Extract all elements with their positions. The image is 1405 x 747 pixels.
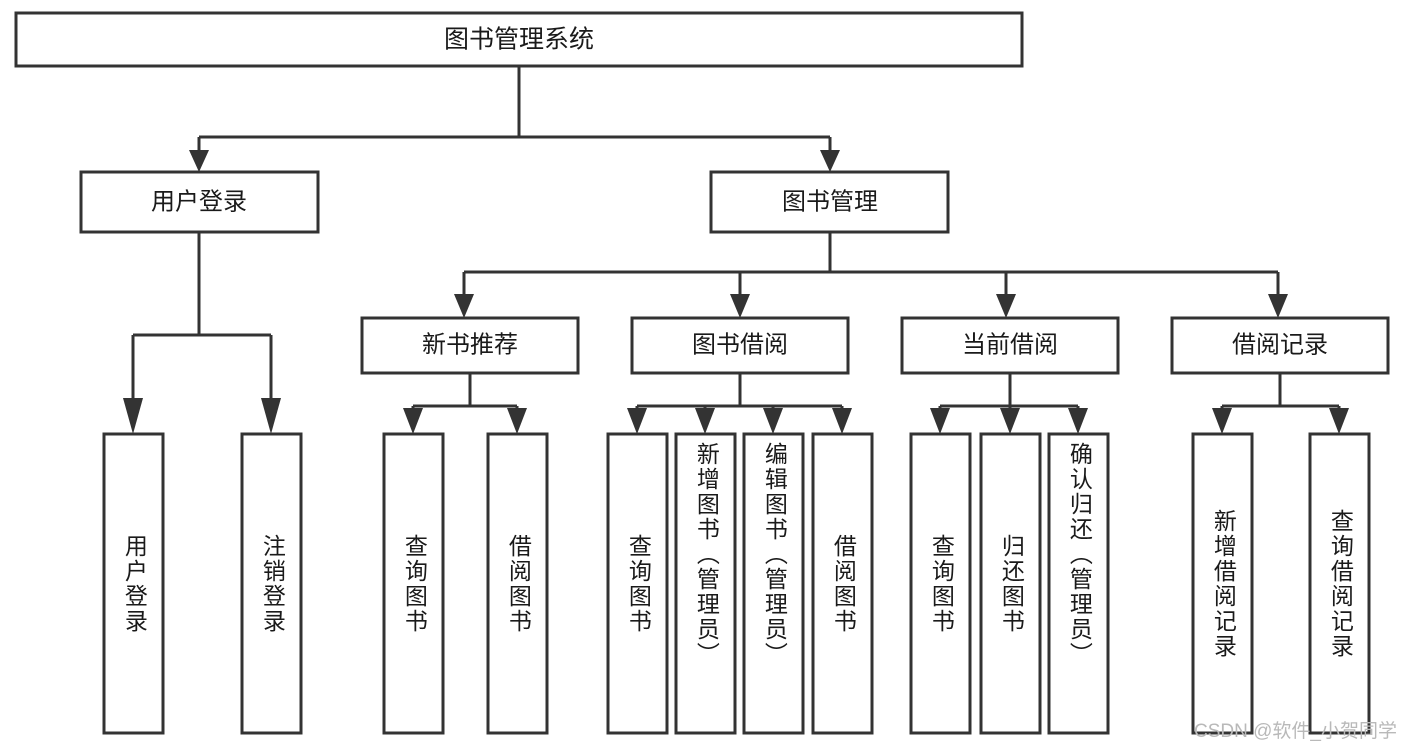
arrow-head-leaf-return-book bbox=[1000, 408, 1020, 434]
arrow-head-leaf-borrow-book-1 bbox=[507, 408, 527, 434]
arrow-head-leaf-user-logout bbox=[261, 398, 281, 434]
node-leaf-borrow-book-1[interactable] bbox=[486, 432, 549, 735]
node-leaf-add-book[interactable] bbox=[674, 432, 737, 735]
node-leaf-confirm-return[interactable] bbox=[1047, 432, 1110, 735]
node-book-manage-label: 图书管理 bbox=[782, 188, 878, 215]
node-leaf-edit-book[interactable] bbox=[742, 432, 805, 735]
arrow-head-leaf-edit-book bbox=[763, 408, 783, 434]
arrow-head-book-borrow bbox=[730, 294, 750, 318]
arrow-head-leaf-query-record bbox=[1329, 408, 1349, 434]
node-book-borrow-label: 图书借阅 bbox=[692, 331, 788, 358]
arrow-head-borrow-record bbox=[1268, 294, 1288, 318]
node-leaf-user-login[interactable] bbox=[102, 432, 165, 735]
arrow-head-leaf-query-book-1 bbox=[403, 408, 423, 434]
node-borrow-record-label: 借阅记录 bbox=[1232, 331, 1328, 358]
arrow-head-leaf-borrow-book-2 bbox=[832, 408, 852, 434]
node-book-borrow[interactable] bbox=[630, 316, 850, 375]
node-user-login-label: 用户登录 bbox=[151, 188, 247, 215]
arrow-head-leaf-add-book bbox=[695, 408, 715, 434]
arrow-head-current-borrow bbox=[996, 294, 1016, 318]
node-current-borrow[interactable] bbox=[900, 316, 1120, 375]
node-root[interactable] bbox=[14, 11, 1024, 68]
node-leaf-add-record[interactable] bbox=[1191, 432, 1254, 735]
node-root-label: 图书管理系统 bbox=[444, 26, 594, 54]
node-new-book-rec[interactable] bbox=[360, 316, 580, 375]
node-current-borrow-label: 当前借阅 bbox=[962, 331, 1058, 358]
node-user-login[interactable] bbox=[79, 170, 320, 234]
node-leaf-return-book[interactable] bbox=[979, 432, 1042, 735]
arrow-head-leaf-add-record bbox=[1212, 408, 1232, 434]
node-leaf-borrow-book-2[interactable] bbox=[811, 432, 874, 735]
node-leaf-query-record[interactable] bbox=[1308, 432, 1371, 735]
node-layer: 图书管理系统 用户登录 图书管理 新书推荐 图书借阅 当前借阅 借阅记录 bbox=[14, 11, 1390, 735]
arrow-head-new-book-rec bbox=[454, 294, 474, 318]
arrow-head-leaf-user-login bbox=[123, 398, 143, 434]
arrow-head-leaf-query-book-3 bbox=[930, 408, 950, 434]
node-leaf-query-book-1[interactable] bbox=[382, 432, 445, 735]
arrow-head-leaf-confirm-return bbox=[1068, 408, 1088, 434]
connector-layer bbox=[123, 67, 1349, 434]
watermark-text: CSDN @软件_小贺同学 bbox=[1194, 721, 1397, 742]
arrow-head-book-manage bbox=[820, 150, 840, 172]
node-leaf-user-logout[interactable] bbox=[240, 432, 303, 735]
node-leaf-query-book-3[interactable] bbox=[909, 432, 972, 735]
arrow-head-leaf-query-book-2 bbox=[627, 408, 647, 434]
node-leaf-query-book-2[interactable] bbox=[606, 432, 669, 735]
node-book-manage[interactable] bbox=[709, 170, 950, 234]
node-borrow-record[interactable] bbox=[1170, 316, 1390, 375]
node-new-book-rec-label: 新书推荐 bbox=[422, 331, 518, 358]
arrow-head-user-login bbox=[189, 150, 209, 172]
